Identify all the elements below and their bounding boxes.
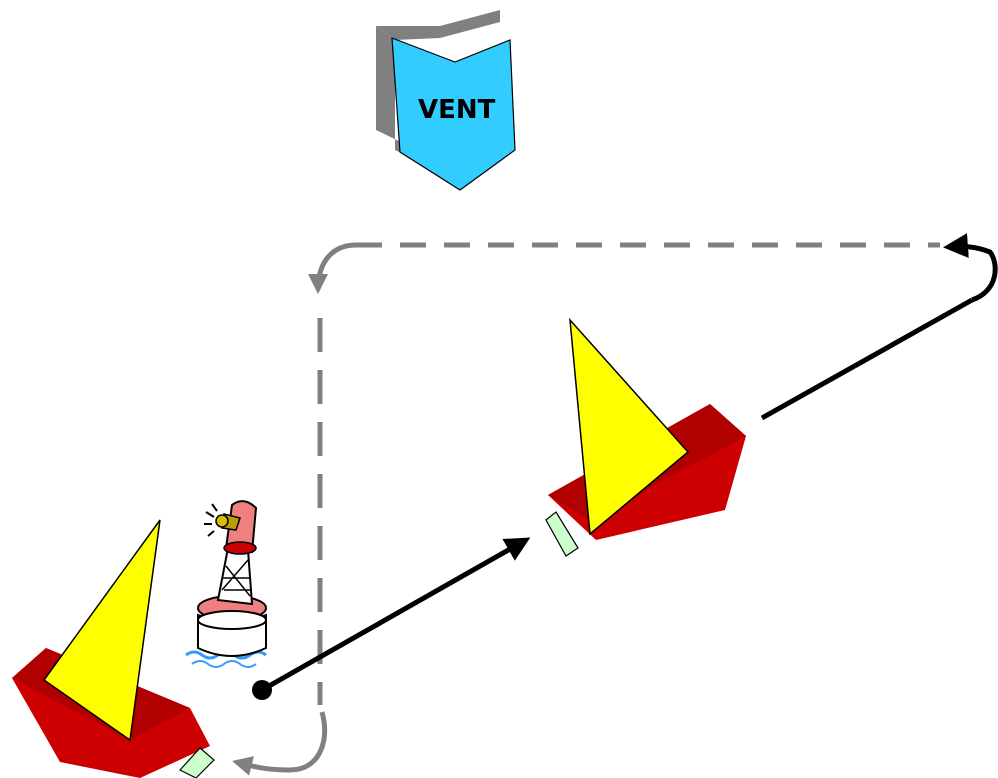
- solid-line-1: [260, 537, 531, 693]
- bell-buoy-icon: [185, 500, 267, 668]
- wind-label: VENT: [418, 95, 496, 125]
- dashed-path: [232, 242, 940, 776]
- start-point: [252, 680, 272, 700]
- dashed-bottom-turn: [232, 711, 328, 776]
- boat-right-bow: [545, 511, 579, 557]
- solid-path: [252, 233, 998, 700]
- wind-flag-body: [391, 37, 516, 191]
- wind-flag-shadow-top: [376, 10, 500, 40]
- buoy-top: [224, 500, 258, 554]
- boat-right-sail: [569, 317, 690, 536]
- solid-line-2: [760, 297, 974, 421]
- dashed-corner-turn: [308, 242, 357, 294]
- solid-turn: [943, 233, 998, 303]
- boat-left-sail: [42, 519, 161, 742]
- boat-right: [545, 317, 746, 557]
- boat-left-bow: [179, 747, 215, 778]
- wind-flag: VENT: [376, 10, 516, 191]
- boat-left: [12, 519, 215, 778]
